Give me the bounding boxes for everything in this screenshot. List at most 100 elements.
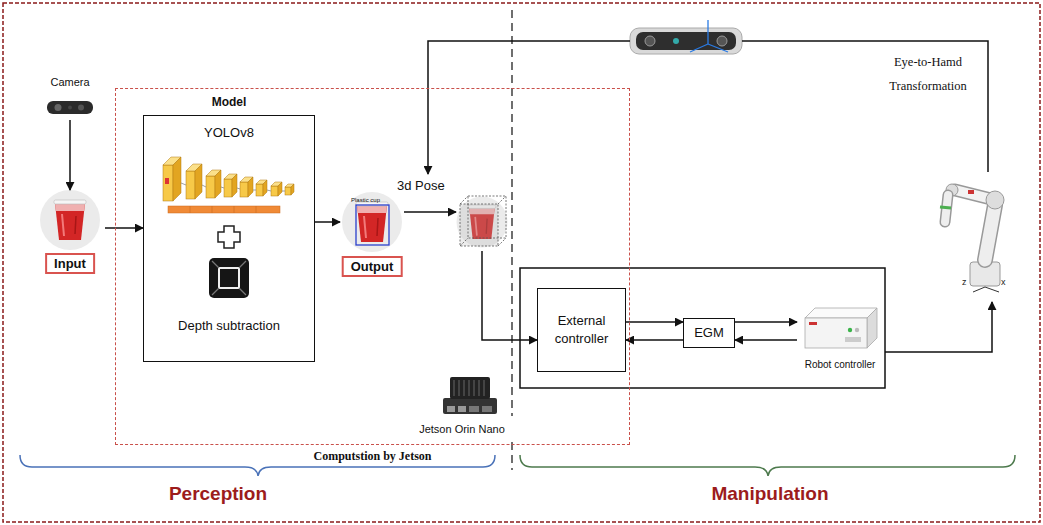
network-icon (221, 187, 224, 188)
connector-arrow (105, 227, 143, 229)
model-box: ModelYOLOv8Depth subtraction (143, 115, 315, 362)
network-icon (256, 206, 257, 213)
connector-arrow (626, 339, 683, 341)
connector-arrow (626, 321, 683, 323)
connector-arrow (69, 120, 71, 190)
jetson-icon (469, 380, 470, 396)
manipulation-box (520, 268, 885, 388)
node-text: Camera (35, 76, 105, 88)
pose-node: 3d Pose (456, 194, 509, 251)
node-text: Robot controller (797, 359, 883, 370)
text-label: Manipulation (670, 483, 870, 505)
jetson-icon (474, 380, 475, 396)
wire (742, 41, 988, 172)
jetson-icon (484, 380, 485, 396)
camera-icon (690, 44, 708, 52)
robot-arm (986, 191, 1004, 209)
network-icon (215, 170, 221, 198)
jetson-icon (447, 406, 455, 412)
network-icon (271, 186, 278, 196)
robot-controller-icon (805, 308, 877, 318)
cup-image (356, 205, 389, 245)
camera-icon (55, 104, 62, 111)
depth-icon (212, 261, 219, 268)
output-node: Output (340, 192, 404, 282)
pose-cube (460, 196, 506, 246)
jetson-icon (482, 406, 492, 412)
robot-arm (985, 287, 999, 292)
depth-icon (239, 288, 246, 295)
network-icon (168, 206, 280, 213)
depth-icon (209, 258, 249, 298)
node-text: EGM (694, 324, 724, 342)
network-icon (190, 206, 191, 213)
depth-icon (212, 288, 219, 295)
camera-icon (47, 101, 93, 114)
camera-node: Camera (35, 75, 105, 120)
network-icon (285, 187, 291, 195)
network-icon (186, 171, 195, 199)
pose-cube (460, 196, 468, 204)
node-text: Output (342, 256, 403, 277)
camera-icon (690, 20, 728, 52)
depth-icon (212, 261, 246, 295)
network-icon (232, 174, 237, 197)
node-text: Computstion by Jetson (116, 449, 629, 464)
network-icon (212, 206, 213, 213)
network-icon (165, 178, 169, 184)
pose-cube (498, 196, 506, 204)
depth-icon (219, 268, 239, 288)
connector-arrow (482, 251, 537, 340)
network-icon (256, 184, 263, 196)
robot-arm (985, 205, 995, 260)
robot-arm (973, 287, 999, 292)
network-icon (237, 188, 240, 189)
network-icon (195, 164, 202, 199)
robot-controller-node: Robot controller (797, 302, 883, 374)
robot-controller-icon (845, 337, 861, 342)
robot-controller-icon (805, 318, 867, 348)
text-label: Perception (118, 483, 318, 505)
camera-icon (630, 20, 742, 54)
network-icon (253, 190, 256, 191)
camera-icon (717, 36, 727, 46)
network-icon (173, 157, 181, 201)
brace (520, 455, 1015, 476)
node-text: Model (144, 95, 314, 109)
connector-arrow (404, 211, 456, 213)
network-icon (202, 185, 206, 187)
camera-icon (673, 38, 679, 44)
connector-arrow (315, 221, 340, 223)
network-icon (181, 183, 285, 191)
input-node: Input (35, 190, 105, 280)
network-icon (263, 180, 267, 196)
outer-border (3, 3, 1040, 522)
node-text: Input (45, 253, 95, 274)
network-icon (163, 165, 291, 201)
wire (428, 41, 630, 174)
network-icon (267, 190, 271, 191)
camera-icon (68, 106, 72, 110)
robot-arm (968, 190, 974, 194)
process-box: EGM (683, 318, 735, 348)
robot-controller-icon (867, 308, 877, 348)
robot-arm (973, 287, 985, 292)
network-icon (181, 183, 186, 185)
camera-icon (708, 44, 728, 52)
connector-arrow (735, 339, 797, 341)
jetson-node: Jetson Orin Nano (416, 372, 508, 438)
jetson-icon (450, 377, 490, 399)
robot-arm (940, 184, 1004, 292)
pose-cube (457, 197, 508, 248)
manipulation-box (520, 268, 885, 388)
plus-symbol (218, 226, 240, 248)
network-icon (190, 206, 256, 213)
wire (885, 302, 992, 352)
pose-cube (460, 204, 498, 246)
connector-arrow (735, 321, 797, 323)
jetson-icon (443, 377, 497, 414)
node-text: 3d Pose (397, 178, 445, 193)
camera-icon (645, 36, 655, 46)
jetson-icon (464, 380, 465, 396)
